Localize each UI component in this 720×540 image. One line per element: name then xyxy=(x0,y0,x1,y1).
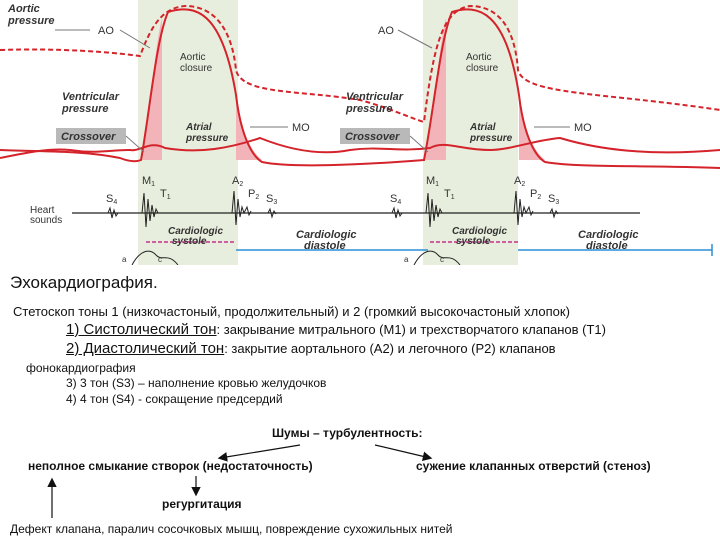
s2-spike-1 xyxy=(231,190,252,226)
crossover-box-1 xyxy=(56,128,126,144)
t1-label-2: T1 xyxy=(444,188,455,201)
diastole-label-1: Cardiologic diastole xyxy=(296,229,360,252)
ao-label-1: AO xyxy=(98,25,114,37)
item-2-head: 2) Диастолический тон xyxy=(66,340,225,357)
text-item-2: 2) Диастолический тон: закрытие аортальн… xyxy=(66,340,556,358)
ventricular-pressure-label-2: Ventricular pressure xyxy=(345,91,406,115)
ventricular-pressure-curve xyxy=(0,8,720,169)
wave-c-label-2: c xyxy=(440,255,444,264)
aortic-closure-label-2: Aortic closure xyxy=(466,52,499,74)
text-line-1: Стетоскоп тоны 1 (низкочастоный, продолж… xyxy=(13,304,570,319)
wave-a-label-2: a xyxy=(404,255,409,264)
left-branch: неполное смыкание створок (недостаточнос… xyxy=(28,459,313,473)
s4-spike-1 xyxy=(107,206,119,219)
aortic-pressure-curve xyxy=(0,4,720,124)
cardiac-cycle-diagram: Aortic pressure AO AO Aortic closure Aor… xyxy=(0,0,720,265)
heart-sounds-label: Heart sounds xyxy=(30,205,62,226)
right-branch: сужение клапанных отверстий (стеноз) xyxy=(416,459,651,473)
noise-title: Шумы – турбулентность: xyxy=(272,426,423,440)
mo-label-1: MO xyxy=(292,122,310,134)
ao-label-2: AO xyxy=(378,25,394,37)
s1-spike-2 xyxy=(425,192,443,228)
ventricular-pressure-label-1: Ventricular pressure xyxy=(61,91,122,115)
text-item-4: 4) 4 тон (S4) - сокращение предсердий xyxy=(66,392,283,406)
s4-label-2: S4 xyxy=(390,193,401,206)
s4-label-1: S4 xyxy=(106,193,117,206)
phono-label: фонокардиография xyxy=(26,361,136,375)
p2-label-1: P2 xyxy=(248,188,259,201)
t1-label-1: T1 xyxy=(160,188,171,201)
bottom-causes: Дефект клапана, паралич сосочковых мышц,… xyxy=(10,522,453,536)
systole-label-1: Cardiologic systole xyxy=(168,226,226,247)
p2-label-2: P2 xyxy=(530,188,541,201)
text-item-1: 1) Систолический тон: закрывание митраль… xyxy=(66,321,606,339)
page-title: Эхокардиография. xyxy=(10,273,158,292)
m1-label-1: M1 xyxy=(142,175,155,188)
s3-label-2: S3 xyxy=(548,193,559,206)
systole-label-2: Cardiologic systole xyxy=(452,226,510,247)
atrial-pressure-curve xyxy=(0,136,720,159)
arrow-to-left xyxy=(217,444,301,462)
atrial-pressure-label-2: Atrial pressure xyxy=(469,122,513,144)
s3-spike-2 xyxy=(549,207,559,219)
s3-label-1: S3 xyxy=(266,193,277,206)
wave-a-label-1: a xyxy=(122,255,127,264)
item-2-rest: : закрытие аортального (А2) и легочного … xyxy=(224,341,556,356)
s3-spike-1 xyxy=(267,207,277,219)
text-item-3: 3) 3 тон (S3) – наполнение кровью желудо… xyxy=(66,376,327,390)
crossover-box-2 xyxy=(340,128,410,144)
mo-label-2: MO xyxy=(574,122,592,134)
s4-spike-2 xyxy=(391,206,403,219)
a2-label-2: A2 xyxy=(514,175,525,188)
item-1-rest: : закрывание митрального (М1) и трехство… xyxy=(216,322,606,337)
aortic-pressure-label: Aortic pressure xyxy=(7,3,54,27)
a2-label-1: A2 xyxy=(232,175,243,188)
m1-label-2: M1 xyxy=(426,175,439,188)
crossover-label-1: Crossover xyxy=(61,131,116,143)
item-1-head: 1) Систолический тон xyxy=(66,321,217,338)
s1-spike-1 xyxy=(141,192,159,228)
atrial-pressure-label-1: Atrial pressure xyxy=(185,122,229,144)
regurgitation-label: регургитация xyxy=(162,497,242,511)
arrow-to-right xyxy=(374,444,433,462)
aortic-closure-label-1: Aortic closure xyxy=(180,52,213,74)
s2-spike-2 xyxy=(513,190,534,226)
crossover-label-2: Crossover xyxy=(345,131,400,143)
wave-c-label-1: c xyxy=(158,255,162,264)
diastole-label-2: Cardiologic diastole xyxy=(578,229,642,252)
